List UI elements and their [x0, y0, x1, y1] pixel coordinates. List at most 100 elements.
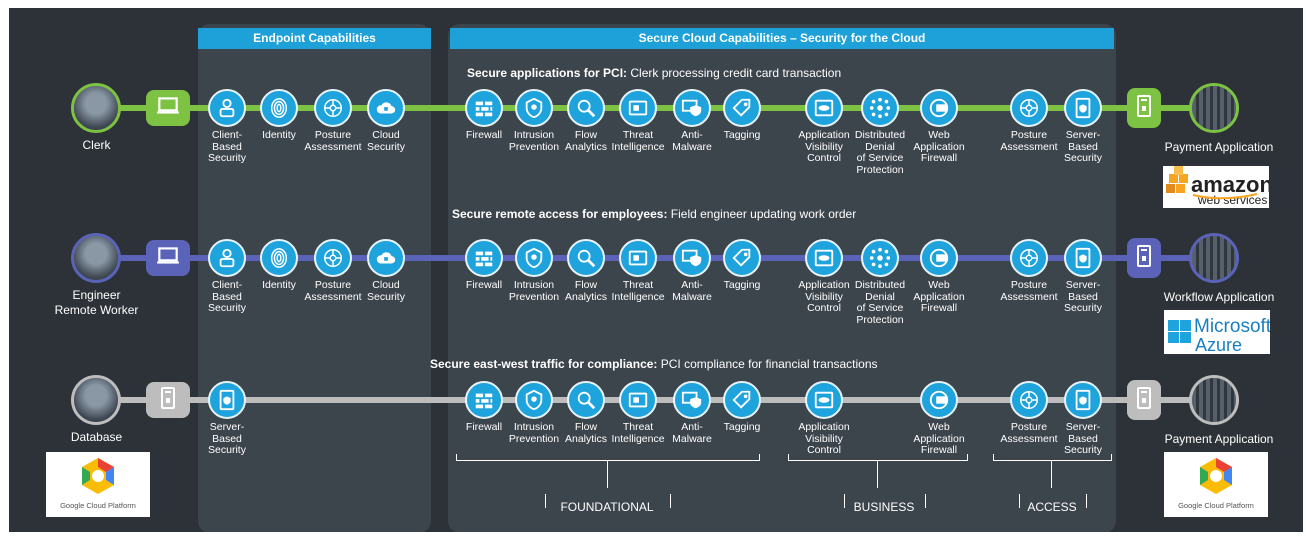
- anti-malware-icon: [681, 247, 703, 269]
- row-1-cloud-security-button[interactable]: [367, 89, 405, 127]
- svg-text:Azure: Azure: [1195, 335, 1242, 354]
- row-2-tagging-button[interactable]: [723, 239, 761, 277]
- row-3-server-security-label: Server- Based Security: [208, 421, 246, 456]
- row-3-waf-label: Web Application Firewall: [913, 421, 965, 456]
- row-3-server-security-button[interactable]: [1064, 381, 1102, 419]
- row-1-antimalware-button[interactable]: [673, 89, 711, 127]
- row-3-waf-button[interactable]: [920, 381, 958, 419]
- cloud-security-icon: [375, 247, 397, 269]
- foundational-brace-stem: [607, 460, 608, 488]
- svg-text:web services: web services: [1197, 193, 1267, 207]
- row-1-posture-label: Posture Assessment: [304, 129, 362, 153]
- row-2-firewall-label: Firewall: [465, 279, 503, 291]
- server-security-icon: [1072, 389, 1094, 411]
- access-group-label: ACCESS: [1027, 500, 1077, 514]
- row-1-avc-button[interactable]: [805, 89, 843, 127]
- row-1-firewall-button[interactable]: [465, 89, 503, 127]
- row-1-identity-label: Identity: [262, 129, 296, 141]
- row-2-heading-bold: Secure remote access for employees:: [452, 207, 668, 221]
- row-2-posture-button[interactable]: [1010, 239, 1048, 277]
- row-2-posture-label: Posture Assessment: [304, 279, 362, 303]
- firewall-icon: [473, 247, 495, 269]
- threat-intelligence-icon: [627, 389, 649, 411]
- row-1-waf-button[interactable]: [920, 89, 958, 127]
- row-1-threat-label: Threat Intelligence: [611, 129, 665, 153]
- row-3-threat-label: Threat Intelligence: [611, 421, 665, 445]
- web-application-firewall-icon: [928, 247, 950, 269]
- row-3-heading-bold: Secure east-west traffic for compliance:: [430, 357, 658, 371]
- web-application-firewall-icon: [928, 389, 950, 411]
- row-2-waf-button[interactable]: [920, 239, 958, 277]
- application-visibility-icon: [813, 97, 835, 119]
- row-2-right-actor-avatar: [1189, 233, 1239, 283]
- row-3-right-actor-avatar: [1189, 375, 1239, 425]
- row-1-identity-button[interactable]: [260, 89, 298, 127]
- posture-assessment-icon: [322, 247, 344, 269]
- anti-malware-icon: [681, 389, 703, 411]
- row-1-firewall-label: Firewall: [465, 129, 503, 141]
- endpoint-banner: Endpoint Capabilities: [198, 28, 431, 49]
- row-3-heading-text: PCI compliance for financial transaction…: [657, 357, 878, 371]
- row-3-left-actor-avatar: [71, 375, 121, 425]
- tagging-icon: [731, 247, 753, 269]
- row-1-posture-button[interactable]: [1010, 89, 1048, 127]
- row-3-tagging-label: Tagging: [723, 421, 761, 433]
- row-2-avc-button[interactable]: [805, 239, 843, 277]
- row-2-posture-button[interactable]: [314, 239, 352, 277]
- server-icon: [1132, 242, 1156, 275]
- row-2-identity-button[interactable]: [260, 239, 298, 277]
- row-3-posture-button[interactable]: [1010, 381, 1048, 419]
- posture-assessment-icon: [1018, 389, 1040, 411]
- server-security-icon: [216, 389, 238, 411]
- laptop-icon: [155, 93, 181, 124]
- row-3-avc-button[interactable]: [805, 381, 843, 419]
- row-2-cloud-security-label: Cloud Security: [367, 279, 405, 303]
- row-2-threat-button[interactable]: [619, 239, 657, 277]
- row-2-cloud-security-button[interactable]: [367, 239, 405, 277]
- row-2-server-security-button[interactable]: [1064, 239, 1102, 277]
- row-3-server-security-button[interactable]: [208, 381, 246, 419]
- row-3-flow-label: Flow Analytics: [564, 421, 607, 445]
- row-3-tagging-button[interactable]: [723, 381, 761, 419]
- row-1-antimalware-label: Anti- Malware: [672, 129, 712, 153]
- posture-assessment-icon: [1018, 247, 1040, 269]
- row-3-left-device: [146, 382, 190, 418]
- row-1-ddos-button[interactable]: [861, 89, 899, 127]
- row-1-flow-button[interactable]: [567, 89, 605, 127]
- row-1-tagging-button[interactable]: [723, 89, 761, 127]
- row-2-antimalware-button[interactable]: [673, 239, 711, 277]
- server-icon: [1132, 384, 1156, 417]
- row-2-ddos-button[interactable]: [861, 239, 899, 277]
- svg-text:Microsoft: Microsoft: [1194, 316, 1270, 337]
- row-2-client-security-button[interactable]: [208, 239, 246, 277]
- row-3-flow-button[interactable]: [567, 381, 605, 419]
- azure-logo: Microsoft Azure: [1164, 310, 1272, 355]
- posture-assessment-icon: [322, 97, 344, 119]
- fingerprint-icon: [268, 97, 290, 119]
- row-2-right-device: [1127, 238, 1161, 278]
- firewall-icon: [473, 97, 495, 119]
- row-1-heading-bold: Secure applications for PCI:: [467, 66, 628, 80]
- row-3-posture-label: Posture Assessment: [1000, 421, 1058, 445]
- row-3-firewall-button[interactable]: [465, 381, 503, 419]
- diagram-canvas: Endpoint Capabilities Secure Cloud Capab…: [9, 8, 1303, 532]
- row-1-heading: Secure applications for PCI: Clerk proce…: [467, 66, 841, 80]
- row-3-threat-button[interactable]: [619, 381, 657, 419]
- row-2-intrusion-button[interactable]: [515, 239, 553, 277]
- row-2-firewall-button[interactable]: [465, 239, 503, 277]
- row-1-server-security-button[interactable]: [1064, 89, 1102, 127]
- svg-text:Google Cloud Platform: Google Cloud Platform: [60, 501, 136, 510]
- gcp-logo-right: Google Cloud Platform: [1164, 452, 1268, 517]
- row-1-client-security-button[interactable]: [208, 89, 246, 127]
- row-2-flow-button[interactable]: [567, 239, 605, 277]
- row-2-ddos-label: Distributed Denial of Service Protection: [854, 279, 906, 326]
- client-security-icon: [216, 97, 238, 119]
- row-2-heading-text: Field engineer updating work order: [667, 207, 857, 221]
- row-1-posture-button[interactable]: [314, 89, 352, 127]
- row-3-antimalware-button[interactable]: [673, 381, 711, 419]
- row-3-intrusion-button[interactable]: [515, 381, 553, 419]
- row-3-heading: Secure east-west traffic for compliance:…: [430, 357, 878, 371]
- row-1-intrusion-button[interactable]: [515, 89, 553, 127]
- row-1-threat-button[interactable]: [619, 89, 657, 127]
